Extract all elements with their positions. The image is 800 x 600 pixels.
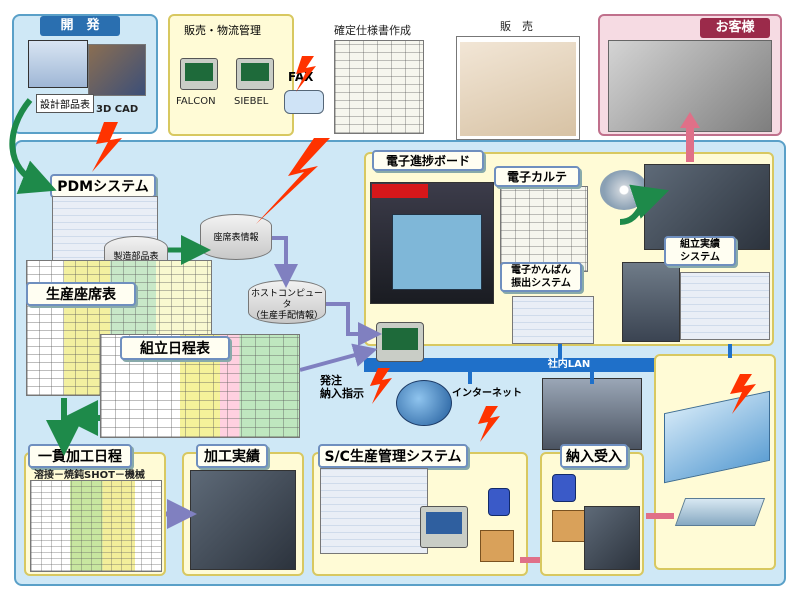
e-kanban-label: 電子かんばん 振出システム bbox=[500, 262, 582, 292]
cad-model-image bbox=[88, 44, 146, 96]
process-gantt-sheet bbox=[30, 480, 162, 572]
amada-logo bbox=[372, 184, 428, 198]
order-instruction-label: 発注 納入指示 bbox=[320, 374, 364, 400]
receiving-scanner-icon bbox=[552, 474, 576, 502]
lightning-dev-pdm bbox=[92, 122, 122, 172]
lightning-fax bbox=[296, 56, 316, 92]
schedule-to-server-arrow bbox=[299, 343, 378, 372]
dev-title: 開 発 bbox=[40, 16, 120, 36]
seat-to-host-arrow bbox=[272, 236, 298, 288]
office-computers-image bbox=[542, 378, 642, 450]
sc-system-label: S/C生産管理システム bbox=[318, 444, 468, 468]
lightning-lan-model bbox=[730, 374, 756, 414]
falcon-computer-icon bbox=[180, 58, 218, 90]
siebel-computer-icon bbox=[236, 58, 274, 90]
process-result-label: 加工実績 bbox=[196, 444, 268, 468]
customer-title: お客様 bbox=[700, 18, 770, 38]
production-seat-label: 生産座席表 bbox=[26, 282, 136, 306]
seat-info-store: 座席表情報 bbox=[200, 214, 272, 260]
siebel-label: SIEBEL bbox=[234, 96, 269, 107]
progress-board-screen bbox=[392, 214, 482, 290]
parts-table-label: 設計部品表 bbox=[36, 94, 94, 113]
dev-to-pdm-arrow bbox=[9, 98, 57, 195]
spec-title: 確定仕様書作成 bbox=[334, 24, 411, 37]
process-worker-image bbox=[190, 470, 296, 570]
lightning-internet-sc bbox=[478, 406, 500, 442]
spec-document-image bbox=[334, 40, 424, 134]
sc-scanner-icon bbox=[488, 488, 510, 516]
receiving-worker-image bbox=[584, 506, 640, 570]
internet-label: インターネット bbox=[452, 388, 522, 399]
host-to-server-arrow bbox=[326, 302, 382, 346]
assembly-result-label: 組立実績 システム bbox=[664, 236, 736, 266]
chart-to-machine-arrow bbox=[619, 184, 670, 225]
falcon-label: FALCON bbox=[176, 96, 216, 107]
process-caption: 溶接－焼鈍SHOT－機械 bbox=[34, 470, 145, 481]
sales-meeting-image bbox=[460, 42, 576, 136]
sc-system-screen bbox=[320, 468, 428, 554]
assembly-schedule-label: 組立日程表 bbox=[120, 336, 230, 360]
dev-workstation-image bbox=[28, 40, 88, 88]
sc-box-icon bbox=[480, 530, 514, 562]
to-customer-arrowhead bbox=[680, 112, 700, 128]
assembly-worker-image bbox=[622, 262, 680, 342]
internet-globe-icon bbox=[396, 380, 452, 426]
fax-machine-icon bbox=[284, 90, 324, 114]
sc-computer-icon bbox=[420, 506, 468, 548]
progress-board-label: 電子進捗ボード bbox=[372, 150, 484, 171]
e-chart-document bbox=[500, 186, 588, 272]
sales-logistics-title: 販売・物流管理 bbox=[184, 24, 261, 37]
e-chart-label: 電子カルテ bbox=[494, 166, 580, 187]
lightning-server-internet bbox=[370, 368, 392, 404]
sales-title: 販 売 bbox=[500, 20, 533, 33]
receiving-label: 納入受入 bbox=[560, 444, 628, 468]
lightning-spec-seat bbox=[256, 138, 330, 224]
assembly-result-screen bbox=[680, 272, 770, 340]
cad-label: 3D CAD bbox=[96, 104, 139, 115]
kanban-screen bbox=[512, 296, 594, 344]
